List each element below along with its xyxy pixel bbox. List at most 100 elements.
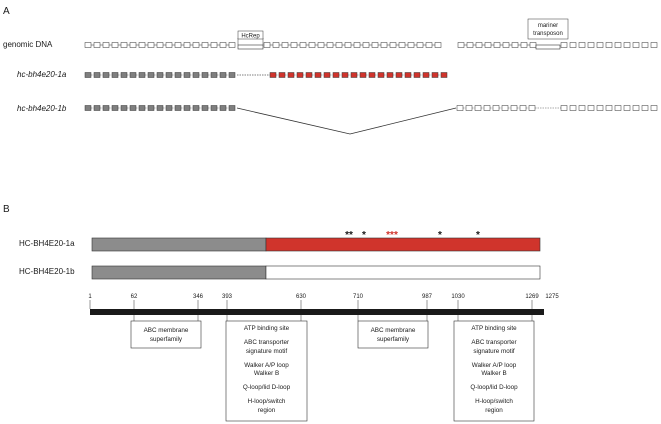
domain-box-4-line-4: Walker A/P loop xyxy=(472,362,517,369)
exon-box xyxy=(290,42,298,48)
exon-box xyxy=(111,105,119,111)
domain-box-4-line-3: signature motif xyxy=(473,348,515,355)
exon-box xyxy=(493,42,501,48)
stars-red-group: *** xyxy=(386,230,398,241)
exon-box xyxy=(587,105,595,111)
isoform-a-red-segment xyxy=(265,237,541,252)
isoform-a-grey-segment xyxy=(91,237,267,252)
isoform-b-grey-segment xyxy=(91,265,267,280)
exon-box xyxy=(228,105,236,111)
transcript-a-exons xyxy=(84,72,448,78)
exon-box xyxy=(219,42,227,48)
exon-box xyxy=(484,42,492,48)
exon-box xyxy=(93,42,101,48)
exon-box xyxy=(111,72,119,78)
exon-box xyxy=(650,105,658,111)
exon-box xyxy=(483,105,491,111)
exon-box xyxy=(596,105,604,111)
exon-box xyxy=(93,72,101,78)
exon-box xyxy=(305,72,313,78)
exon-box xyxy=(466,42,474,48)
mariner-label-box xyxy=(527,18,569,40)
axis-tick-labels: 1 62 346 393 630 710 987 1030 1269 1275 xyxy=(88,294,559,300)
exon-box xyxy=(596,42,604,48)
exon-box xyxy=(326,42,334,48)
exon-box xyxy=(201,42,209,48)
exon-box xyxy=(192,72,200,78)
exon-box xyxy=(308,42,316,48)
domain-box-4-line-7: H-loop/switch xyxy=(475,398,513,405)
exon-box xyxy=(413,72,421,78)
exon-box xyxy=(228,42,236,48)
isoform-b-label: HC-BH4E20-1b xyxy=(19,267,75,276)
domain-connectors xyxy=(133,315,533,321)
exon-box xyxy=(299,42,307,48)
tick-710: 710 xyxy=(353,294,364,300)
exon-box xyxy=(578,42,586,48)
stars-black-group-1: ** xyxy=(345,230,353,241)
tick-1030: 1030 xyxy=(451,294,465,300)
exon-box xyxy=(511,42,519,48)
tick-1: 1 xyxy=(88,294,92,300)
exon-box xyxy=(147,72,155,78)
exon-box xyxy=(614,42,622,48)
hcrep-label: HcRep xyxy=(241,34,260,40)
exon-box xyxy=(623,105,631,111)
domain-box-1-line-1: ABC membrane xyxy=(144,327,189,334)
exon-box xyxy=(111,42,119,48)
transcript-b-label: hc-bh4e20-1b xyxy=(17,104,67,113)
exon-box xyxy=(344,42,352,48)
domain-box-2-line-8: region xyxy=(258,407,276,414)
exon-box xyxy=(362,42,370,48)
exon-box xyxy=(529,42,537,48)
exon-box xyxy=(434,42,442,48)
exon-box xyxy=(93,105,101,111)
exon-box xyxy=(201,72,209,78)
exon-box xyxy=(389,42,397,48)
exon-box xyxy=(165,105,173,111)
domain-box-2-line-1: ATP binding site xyxy=(244,325,290,332)
hcrep-element xyxy=(237,44,264,50)
domain-box-2-line-2: ABC transporter xyxy=(244,339,289,346)
exon-box xyxy=(440,72,448,78)
exon-box xyxy=(165,42,173,48)
exon-box xyxy=(165,72,173,78)
exon-box xyxy=(263,42,271,48)
exon-box xyxy=(129,72,137,78)
exon-box xyxy=(219,72,227,78)
exon-box xyxy=(84,72,92,78)
exon-box xyxy=(386,72,394,78)
stars-black-single-2: * xyxy=(438,230,442,241)
domain-box-2-line-6: Q-loop/lid D-loop xyxy=(243,384,291,391)
exon-box xyxy=(457,42,465,48)
exon-box xyxy=(210,42,218,48)
exon-box xyxy=(502,42,510,48)
domain-box-2-line-3: signature motif xyxy=(246,348,288,355)
exon-box xyxy=(623,42,631,48)
exon-box xyxy=(147,105,155,111)
exon-box xyxy=(272,42,280,48)
exon-box xyxy=(332,72,340,78)
tick-630: 630 xyxy=(296,294,307,300)
exon-box xyxy=(323,72,331,78)
transcript-a-label: hc-bh4e20-1a xyxy=(17,70,67,79)
exon-box xyxy=(341,72,349,78)
exon-box xyxy=(350,72,358,78)
exon-box xyxy=(84,105,92,111)
exon-box xyxy=(102,42,110,48)
stars-black-single-3: * xyxy=(476,230,480,241)
tick-62: 62 xyxy=(131,294,138,300)
exon-box xyxy=(174,42,182,48)
isoform-a-label: HC-BH4E20-1a xyxy=(19,239,75,248)
exon-box xyxy=(219,105,227,111)
isoform-b-white-segment xyxy=(265,265,541,280)
exon-box xyxy=(560,105,568,111)
exon-box xyxy=(120,72,128,78)
exon-box xyxy=(84,42,92,48)
exon-box xyxy=(368,72,376,78)
exon-box xyxy=(156,105,164,111)
transcript-b-exons xyxy=(84,105,658,135)
exon-box xyxy=(425,42,433,48)
panel-a-label: A xyxy=(3,6,10,17)
